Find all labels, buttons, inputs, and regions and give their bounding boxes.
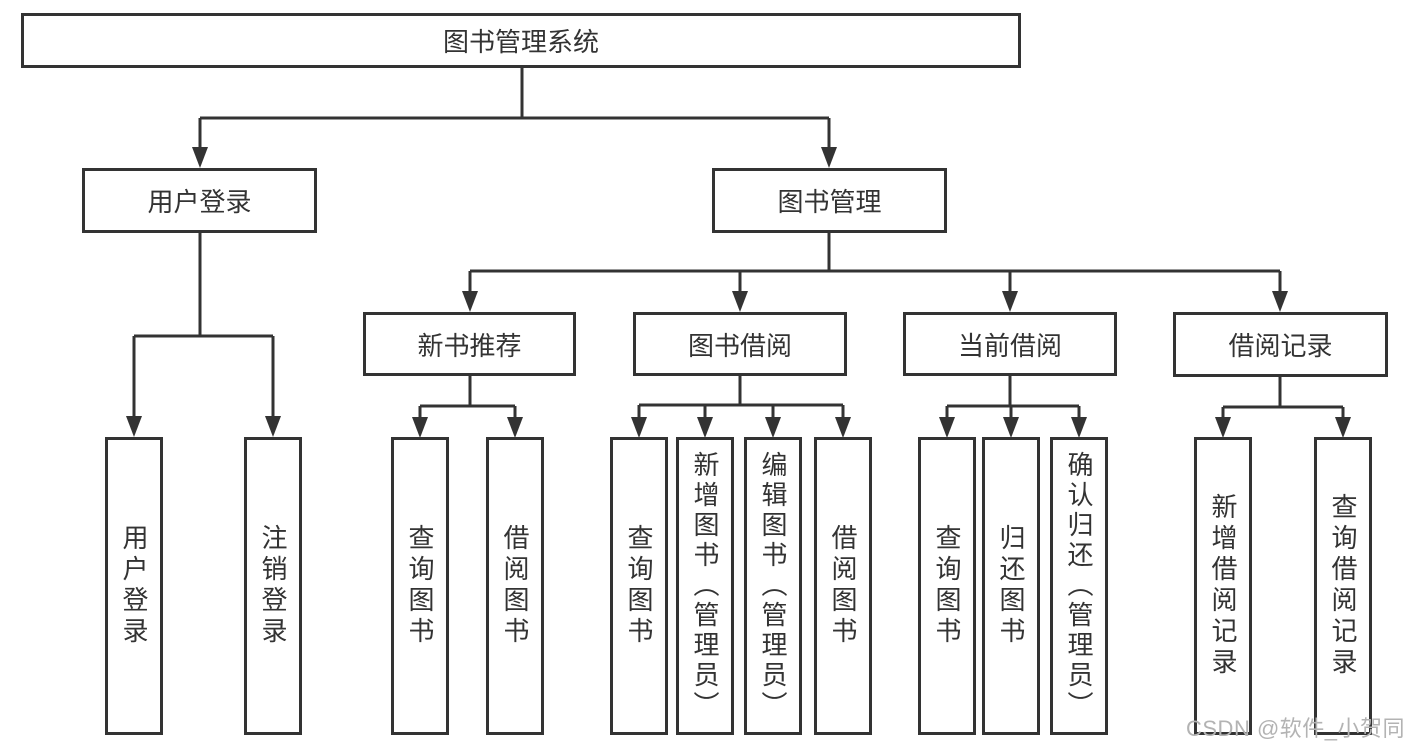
node-current-borrowing: 当前借阅 [903, 312, 1117, 376]
arrowhead [192, 147, 208, 168]
arrowhead [412, 417, 428, 438]
leaf-query-borrow-record-label: 查询借阅记录 [1328, 493, 1358, 679]
arrowhead [1215, 417, 1231, 438]
leaf-add-borrow-record-label: 新增借阅记录 [1208, 493, 1238, 679]
leaf-query-books-borrow: 查询图书 [610, 437, 668, 735]
connector-borrow-to-leaves [637, 375, 845, 422]
arrowhead [1071, 417, 1087, 438]
arrowhead [507, 417, 523, 438]
node-library-system: 图书管理系统 [21, 13, 1021, 68]
arrowhead [939, 417, 955, 438]
leaf-borrow-books-newbook: 借阅图书 [486, 437, 544, 735]
connector-root-to-level2 [198, 67, 831, 152]
leaf-query-books-newbook-label: 查询图书 [405, 524, 435, 648]
leaf-query-books-borrow-label: 查询图书 [624, 524, 654, 648]
leaf-query-borrow-record: 查询借阅记录 [1314, 437, 1372, 735]
arrowhead [732, 291, 748, 312]
arrowhead [462, 291, 478, 312]
node-book-borrowing: 图书借阅 [633, 312, 847, 376]
node-borrowing-records: 借阅记录 [1173, 312, 1388, 377]
connector-bookmgmt-to-level3 [468, 232, 1282, 296]
leaf-user-login-label: 用户登录 [119, 524, 149, 648]
arrowhead [1002, 291, 1018, 312]
arrowhead [821, 147, 837, 168]
node-user-login: 用户登录 [82, 168, 317, 233]
leaf-edit-books-admin: 编辑图书（管理员） [744, 437, 802, 735]
arrowhead [126, 416, 142, 437]
leaf-return-books: 归还图书 [982, 437, 1040, 735]
connector-newbook-to-leaves [418, 375, 517, 422]
leaf-edit-books-admin-label: 编辑图书（管理员） [758, 451, 788, 721]
arrowhead [631, 417, 647, 438]
arrowhead [265, 416, 281, 437]
leaf-confirm-return-admin: 确认归还（管理员） [1050, 437, 1108, 735]
leaf-query-books-current: 查询图书 [918, 437, 976, 735]
arrowhead [1272, 291, 1288, 312]
leaf-return-books-label: 归还图书 [996, 524, 1026, 648]
leaf-confirm-return-admin-label: 确认归还（管理员） [1064, 451, 1094, 721]
leaf-borrow-books-newbook-label: 借阅图书 [500, 524, 530, 648]
node-book-management: 图书管理 [712, 168, 947, 233]
leaf-borrow-books-borrow-label: 借阅图书 [828, 524, 858, 648]
arrowhead [765, 417, 781, 438]
leaf-add-books-admin-label: 新增图书（管理员） [690, 451, 720, 721]
arrowhead [1003, 417, 1019, 438]
connector-records-to-leaves [1221, 376, 1345, 422]
leaf-add-books-admin: 新增图书（管理员） [676, 437, 734, 735]
arrowhead [697, 417, 713, 438]
leaf-borrow-books-borrow: 借阅图书 [814, 437, 872, 735]
leaf-add-borrow-record: 新增借阅记录 [1194, 437, 1252, 735]
leaf-user-login: 用户登录 [105, 437, 163, 735]
leaf-logout-login-label: 注销登录 [258, 524, 288, 648]
node-new-book-recommendation: 新书推荐 [363, 312, 576, 376]
arrowhead [1335, 417, 1351, 438]
leaf-query-books-newbook: 查询图书 [391, 437, 449, 735]
watermark: CSDN @软件_小贺同学 [1186, 716, 1405, 741]
arrowhead [835, 417, 851, 438]
leaf-query-books-current-label: 查询图书 [932, 524, 962, 648]
leaf-logout-login: 注销登录 [244, 437, 302, 735]
connector-current-to-leaves [945, 375, 1081, 422]
arrowheads [126, 147, 1351, 438]
connector-userlogin-to-leaves [132, 232, 275, 421]
